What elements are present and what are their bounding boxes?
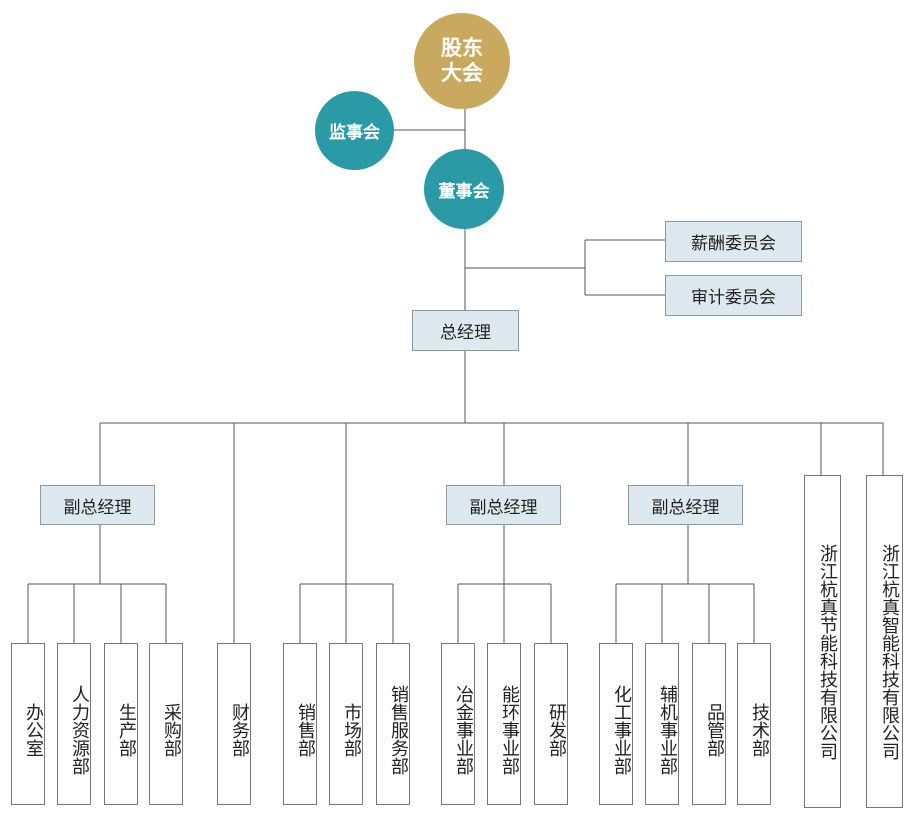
department-node: 辅机事业部: [645, 643, 679, 805]
department-node: 市场部: [329, 643, 363, 805]
department-node: 品管部: [692, 643, 726, 805]
department-node: 财务部: [217, 643, 251, 805]
subsidiary-node: 浙江杭真智能科技有限公司: [866, 475, 903, 808]
audit-committee-node: 审计委员会: [665, 275, 802, 316]
department-node: 销售部: [283, 643, 317, 805]
department-node: 化工事业部: [599, 643, 633, 805]
subsidiary-node: 浙江杭真节能科技有限公司: [804, 475, 841, 808]
department-node: 研发部: [534, 643, 568, 805]
shareholders-meeting-node: 股东 大会: [414, 13, 510, 109]
deputy-general-manager-node: 副总经理: [446, 485, 561, 525]
general-manager-node: 总经理: [412, 310, 519, 351]
department-node: 生产部: [104, 643, 138, 805]
department-node: 冶金事业部: [441, 643, 475, 805]
department-node: 人力资源部: [57, 643, 91, 805]
salary-committee-node: 薪酬委员会: [665, 221, 802, 262]
department-node: 技术部: [737, 643, 771, 805]
deputy-general-manager-node: 副总经理: [628, 485, 743, 525]
supervisory-board-node: 监事会: [315, 91, 394, 170]
department-node: 采购部: [149, 643, 183, 805]
department-node: 销售服务部: [376, 643, 410, 805]
department-node: 能环事业部: [487, 643, 521, 805]
board-of-directors-node: 董事会: [424, 149, 504, 229]
deputy-general-manager-node: 副总经理: [40, 485, 155, 525]
department-node: 办公室: [11, 643, 45, 805]
